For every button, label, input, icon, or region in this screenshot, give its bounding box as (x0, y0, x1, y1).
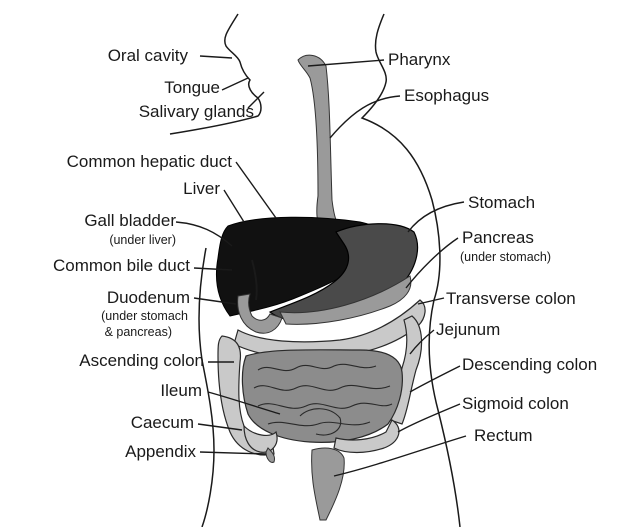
small-intestine-shape (242, 350, 402, 443)
label-tongue: Tongue (164, 78, 220, 97)
label-pancreas-note: (under stomach) (460, 250, 551, 264)
label-common-hepatic-duct: Common hepatic duct (67, 152, 233, 171)
label-pharynx: Pharynx (388, 50, 451, 69)
label-sigmoid-colon: Sigmoid colon (462, 394, 569, 413)
label-transverse-colon: Transverse colon (446, 289, 576, 308)
label-ascending-colon: Ascending colon (79, 351, 204, 370)
label-common-bile-duct: Common bile duct (53, 256, 190, 275)
label-stomach: Stomach (468, 193, 535, 212)
label-jejunum: Jejunum (436, 320, 500, 339)
label-gall-bladder-note: (under liver) (109, 233, 176, 247)
label-rectum: Rectum (474, 426, 533, 445)
label-duodenum-note-2: & pancreas) (105, 325, 172, 339)
label-gall-bladder: Gall bladder (84, 211, 176, 230)
label-pancreas: Pancreas (462, 228, 534, 247)
label-ileum: Ileum (160, 381, 202, 400)
label-appendix: Appendix (125, 442, 196, 461)
label-descending-colon: Descending colon (462, 355, 597, 374)
label-duodenum: Duodenum (107, 288, 190, 307)
label-duodenum-note-1: (under stomach (101, 309, 188, 323)
label-caecum: Caecum (131, 413, 194, 432)
label-esophagus: Esophagus (404, 86, 489, 105)
label-liver: Liver (183, 179, 220, 198)
label-oral-cavity: Oral cavity (108, 46, 189, 65)
esophagus-tube (298, 55, 346, 236)
rectum-shape (312, 448, 345, 520)
label-salivary-glands: Salivary glands (139, 102, 254, 121)
